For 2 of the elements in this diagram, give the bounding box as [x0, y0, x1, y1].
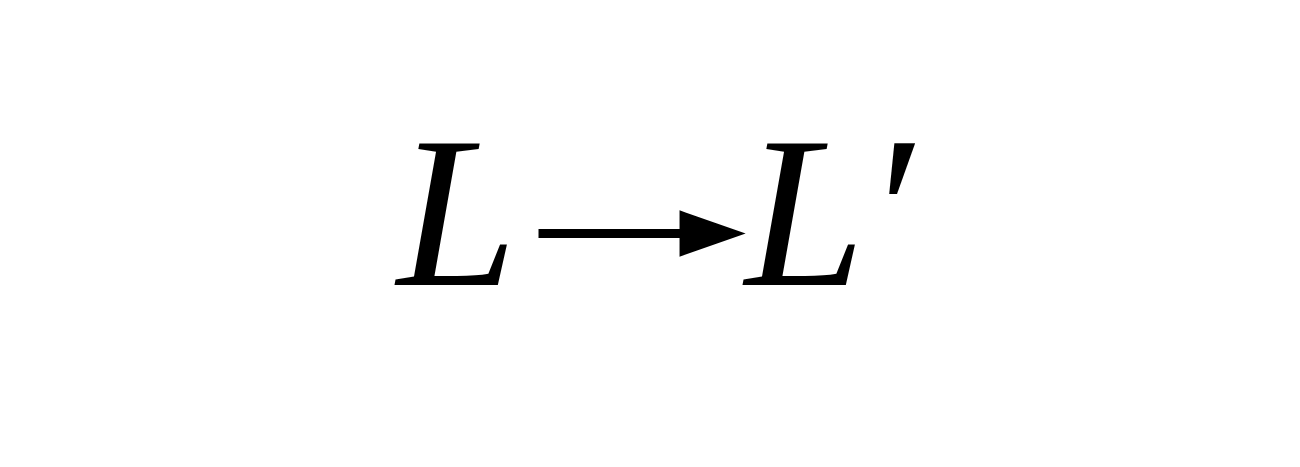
- arrow: [538, 210, 746, 257]
- node-text: L: [396, 92, 517, 332]
